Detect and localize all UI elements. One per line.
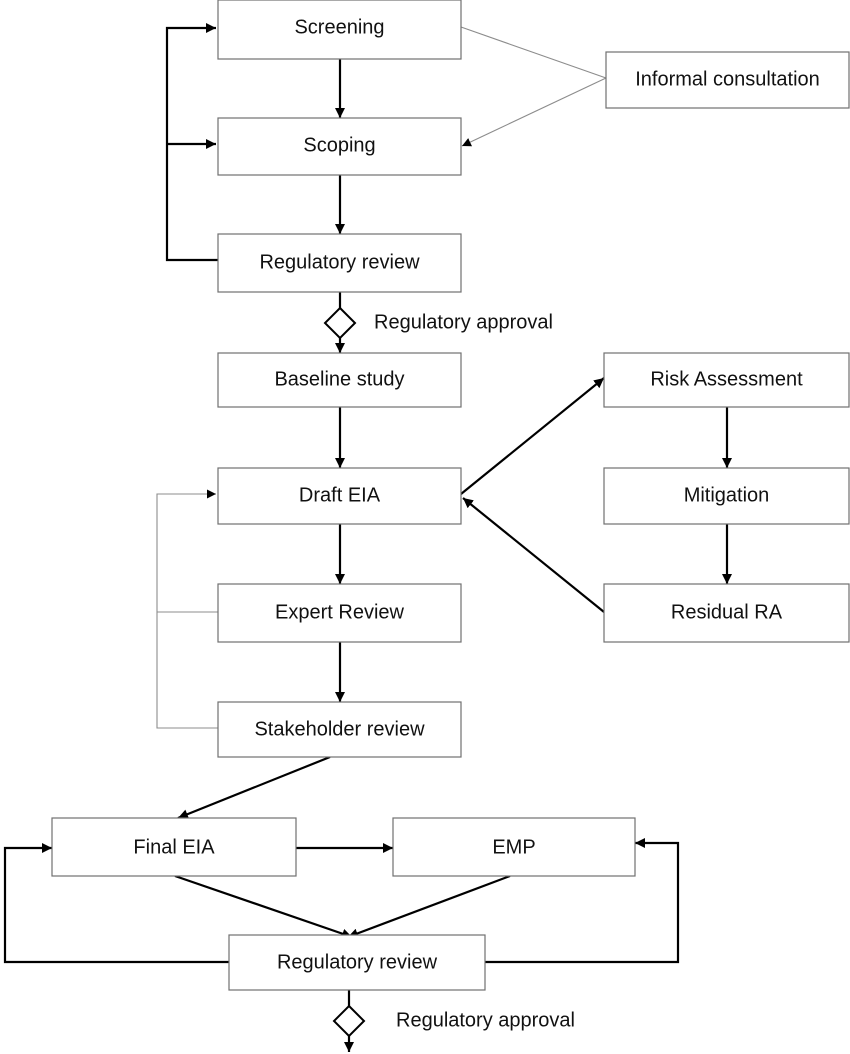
node-draft-eia-label: Draft EIA: [299, 484, 381, 506]
edge-regreview2-loop-final: [3, 843, 229, 964]
node-final-eia: Final EIA: [51, 817, 297, 877]
decision-diamond-1: [323, 306, 357, 340]
decision-approval-2-label: Regulatory approval: [396, 1009, 575, 1031]
node-mitigation: Mitigation: [603, 467, 850, 525]
node-emp: EMP: [392, 817, 636, 877]
node-risk-assessment: Risk Assessment: [603, 352, 850, 408]
node-expert-review-label: Expert Review: [275, 601, 404, 623]
node-regulatory-review-2: Regulatory review: [228, 934, 486, 991]
node-stakeholder-review: Stakeholder review: [217, 701, 462, 758]
edge-final-regreview2: [174, 874, 353, 939]
node-residual-ra-label: Residual RA: [671, 601, 783, 623]
node-emp-label: EMP: [492, 836, 535, 858]
decision-diamond-2: [332, 1004, 366, 1038]
edge-regreview2-loop-emp: [485, 838, 680, 964]
node-informal-consultation: Informal consultation: [605, 51, 850, 109]
decision-approval-1: Regulatory approval: [323, 306, 553, 340]
edge-screening-informal: [460, 26, 607, 79]
node-draft-eia: Draft EIA: [217, 467, 462, 525]
node-informal-consultation-label: Informal consultation: [635, 68, 820, 90]
node-regulatory-review-1-label: Regulatory review: [259, 251, 420, 273]
node-final-eia-label: Final EIA: [133, 836, 215, 858]
node-stakeholder-review-label: Stakeholder review: [254, 718, 425, 740]
node-baseline-study: Baseline study: [217, 352, 462, 408]
node-residual-ra: Residual RA: [603, 583, 850, 643]
edge-residual-draft: [462, 497, 605, 613]
decision-approval-1-label: Regulatory approval: [374, 311, 553, 333]
edge-stakeholder-loop-draft: [156, 489, 218, 729]
node-regulatory-review-1: Regulatory review: [217, 233, 462, 293]
node-expert-review: Expert Review: [217, 583, 462, 643]
node-scoping-label: Scoping: [303, 134, 375, 156]
decision-approval-2: Regulatory approval: [332, 1004, 575, 1038]
edges: [3, 23, 732, 1052]
node-mitigation-label: Mitigation: [684, 484, 770, 506]
edge-draft-risk: [460, 377, 605, 495]
node-screening-label: Screening: [294, 16, 384, 38]
node-regulatory-review-2-label: Regulatory review: [277, 951, 438, 973]
edge-informal-scoping: [461, 77, 607, 147]
edge-stakeholder-final: [177, 755, 331, 820]
node-baseline-study-label: Baseline study: [274, 368, 404, 390]
node-screening: Screening: [217, 0, 462, 60]
edge-emp-regreview2: [347, 874, 511, 939]
node-risk-assessment-label: Risk Assessment: [650, 368, 803, 390]
node-scoping: Scoping: [217, 117, 462, 176]
